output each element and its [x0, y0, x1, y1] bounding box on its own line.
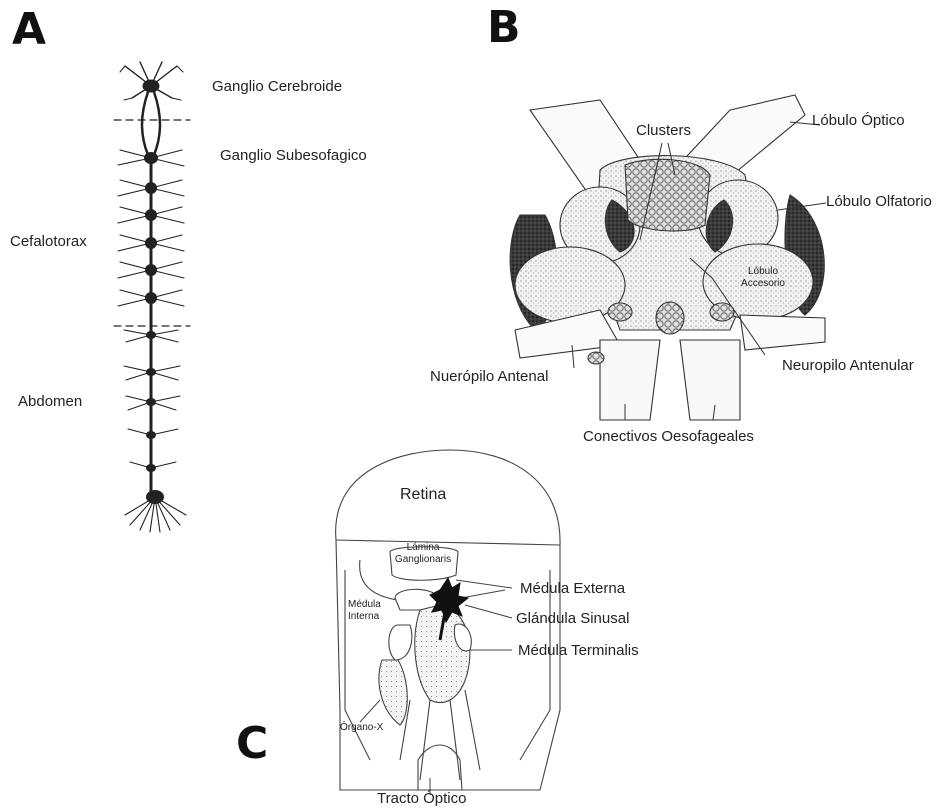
- label-medula-interna: Médula Interna: [348, 599, 388, 623]
- label-retina: Retina: [400, 486, 446, 504]
- label-tracto-optico: Tracto Óptico: [377, 790, 466, 807]
- label-glandula-sinusal: Glándula Sinusal: [516, 610, 629, 627]
- label-medula-externa: Médula Externa: [520, 580, 625, 597]
- label-medula-interna-line1: Médula: [348, 599, 381, 610]
- label-medula-interna-line2: Interna: [348, 611, 379, 622]
- label-medula-terminalis: Médula Terminalis: [518, 642, 639, 659]
- label-organo-x: Órgano-X: [340, 722, 400, 734]
- label-lamina-line1: Lámina: [407, 542, 440, 553]
- label-lamina-line2: Ganglionaris: [395, 554, 451, 565]
- label-lamina-ganglionaris: Lámina Ganglionaris: [390, 542, 456, 566]
